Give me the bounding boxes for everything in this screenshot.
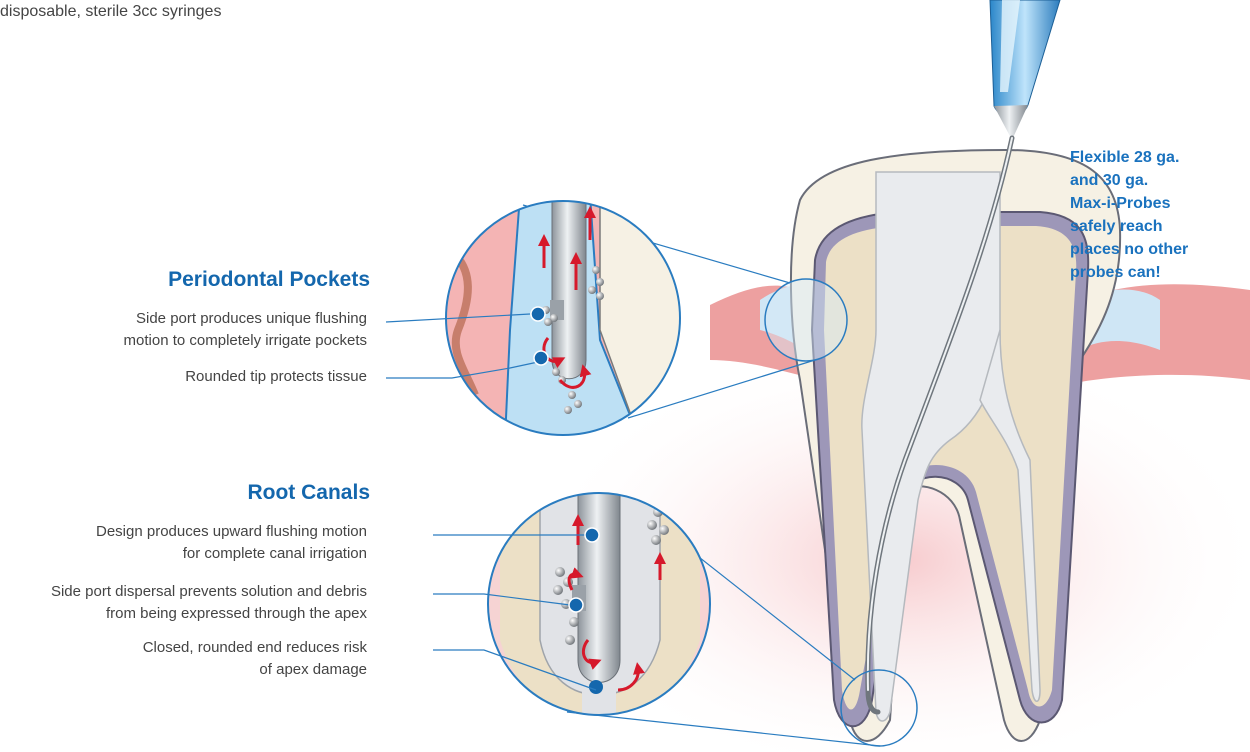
- zoom-marker-perio: [765, 279, 847, 361]
- callout-line: from being expressed through the apex: [51, 603, 367, 625]
- callout-closed-rounded-end: Closed, rounded end reduces risk of apex…: [143, 637, 367, 681]
- probe-note-line: places no other: [1070, 238, 1188, 261]
- callout-line: of apex damage: [143, 659, 367, 681]
- callout-line: Side port dispersal prevents solution an…: [51, 581, 367, 603]
- callout-line: Side port produces unique flushing: [124, 308, 367, 330]
- probe-note-line: safely reach: [1070, 215, 1188, 238]
- callout-line: Closed, rounded end reduces risk: [143, 637, 367, 659]
- callout-rounded-tip: Rounded tip protects tissue: [185, 366, 367, 388]
- top-note: disposable, sterile 3cc syringes: [0, 3, 221, 21]
- probe-note: Flexible 28 ga. and 30 ga. Max-i-Probes …: [1070, 146, 1188, 284]
- probe-note-line: probes can!: [1070, 261, 1188, 284]
- probe-note-line: Flexible 28 ga.: [1070, 146, 1188, 169]
- heading-root-canals: Root Canals: [247, 481, 370, 505]
- callout-side-port-dispersal: Side port dispersal prevents solution an…: [51, 581, 367, 625]
- probe-note-line: and 30 ga.: [1070, 169, 1188, 192]
- callout-line: Rounded tip protects tissue: [185, 366, 367, 388]
- callout-line: Design produces upward flushing motion: [96, 521, 367, 543]
- syringe-hub: [990, 0, 1060, 140]
- probe-note-line: Max-i-Probes: [1070, 192, 1188, 215]
- callout-side-port-flushing: Side port produces unique flushing motio…: [124, 308, 367, 352]
- callout-upward-flushing: Design produces upward flushing motion f…: [96, 521, 367, 565]
- callout-line: for complete canal irrigation: [96, 543, 367, 565]
- callout-line: motion to completely irrigate pockets: [124, 330, 367, 352]
- heading-periodontal-pockets: Periodontal Pockets: [168, 268, 370, 292]
